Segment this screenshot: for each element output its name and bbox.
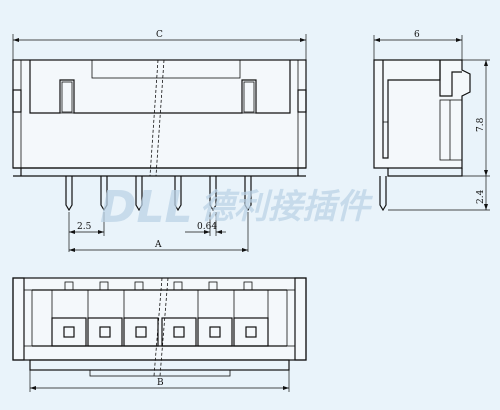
bottom-view: B — [12, 277, 307, 392]
side-view: 6 7.8 2.4 — [373, 30, 490, 212]
left-latch — [12, 89, 22, 113]
pin-width-label: 0.64 — [197, 222, 217, 232]
dimension-a-label: A — [154, 240, 162, 250]
side-pin — [379, 176, 387, 212]
watermark: DLL 德利接插件 — [100, 182, 374, 233]
watermark-latin: DLL — [100, 182, 193, 233]
pins — [65, 176, 252, 212]
pin-length-label: 2.4 — [476, 189, 486, 204]
side-height-label: 7.8 — [476, 117, 486, 132]
side-width-label: 6 — [414, 30, 420, 40]
watermark-chinese: 德利接插件 — [200, 187, 374, 227]
right-latch — [297, 89, 307, 113]
break-line — [149, 59, 159, 177]
bottom-slots — [51, 317, 269, 347]
front-view: C 2 — [12, 30, 307, 252]
pitch-label: 2.5 — [77, 222, 92, 232]
connector-body — [12, 59, 307, 169]
dimension-b-label: B — [157, 378, 164, 388]
dimension-c-label: C — [156, 30, 163, 40]
